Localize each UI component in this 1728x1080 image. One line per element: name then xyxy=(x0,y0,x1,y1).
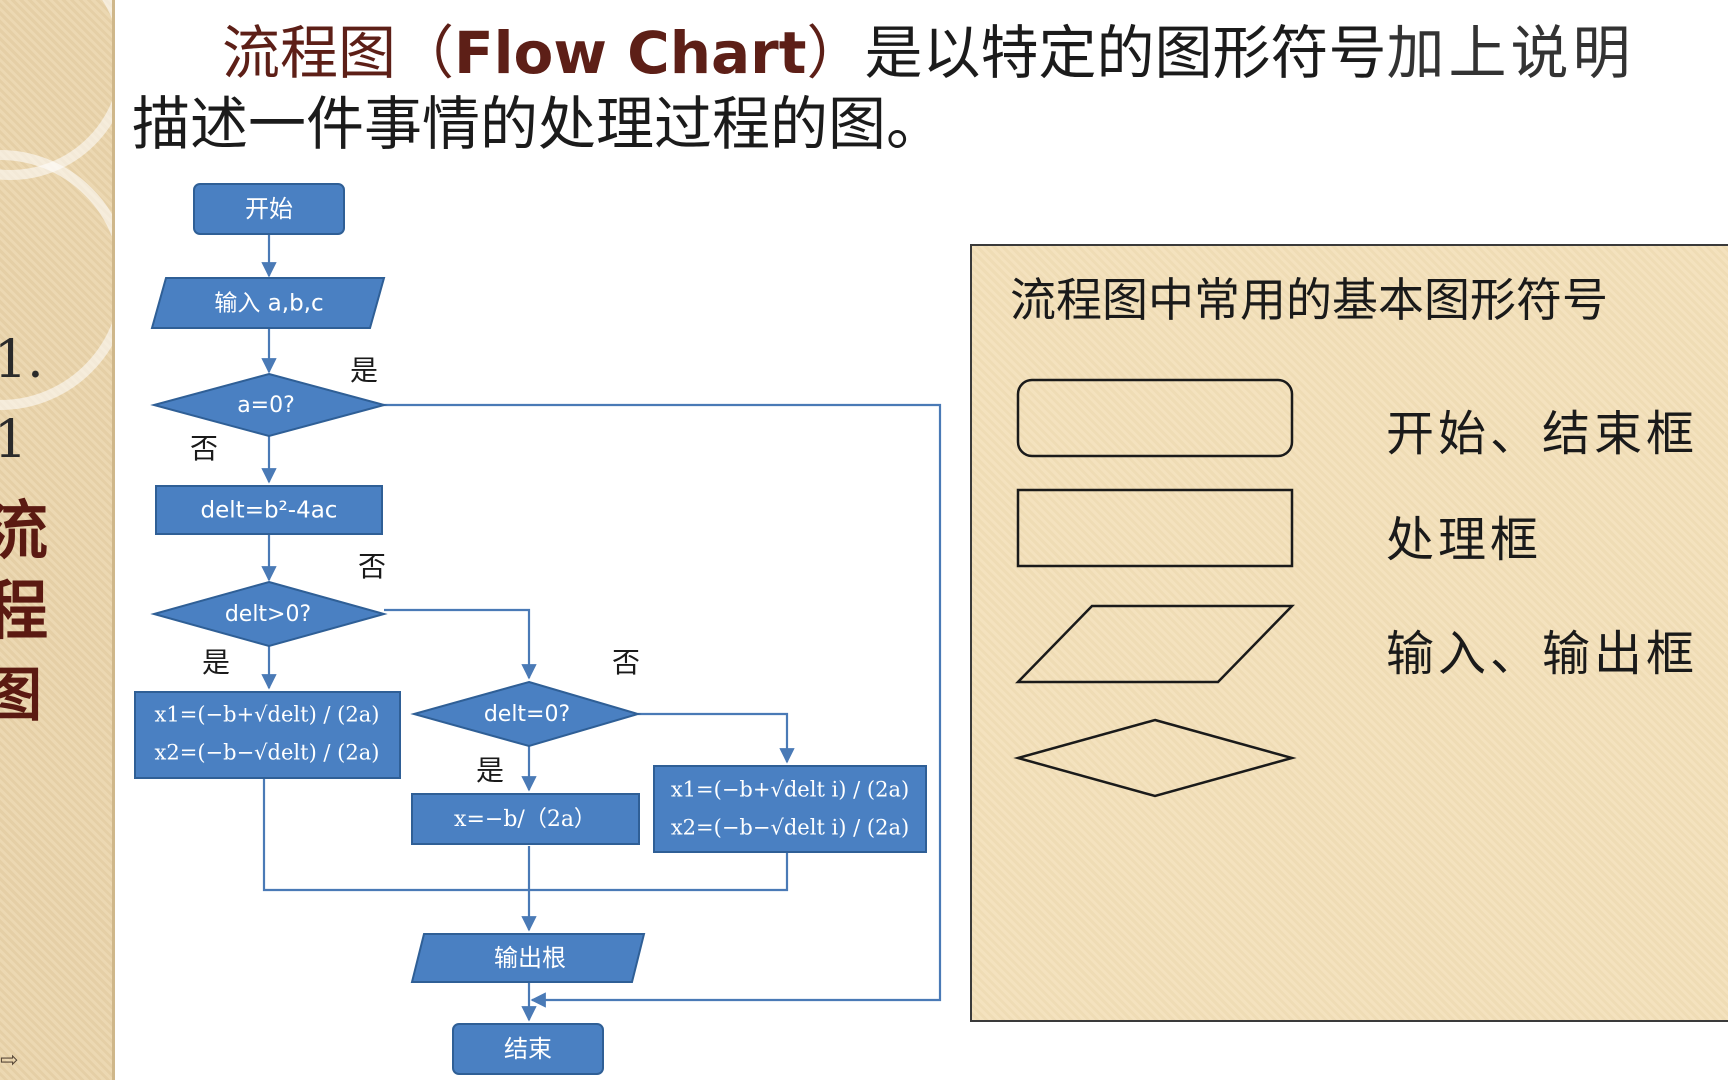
section-title-char: 流 xyxy=(0,500,48,564)
real-roots-process-shape xyxy=(134,691,401,779)
branch-no-label: 否 xyxy=(612,646,640,679)
legend-io-symbol xyxy=(1015,604,1295,684)
output-label: 输出根 xyxy=(494,944,566,972)
legend-process-symbol xyxy=(1016,488,1294,568)
start-terminal-shape xyxy=(193,183,345,235)
calc-delt-process-shape xyxy=(155,485,383,535)
branch-no-label: 否 xyxy=(190,432,218,465)
legend-label-terminal: 开始、结束框 xyxy=(1386,406,1699,462)
decision-a-diamond-shape xyxy=(150,372,388,438)
heading-term: 流程图（ xyxy=(222,19,455,87)
legend-panel: 流程图中常用的基本图形符号 开始、结束框 处理框 输入、输出框 xyxy=(970,244,1728,1022)
calc-delt-label: delt=b²-4ac xyxy=(201,498,338,524)
heading-line-1: 流程图（Flow Chart）是以特定的图形符号加上说明 xyxy=(132,18,1728,89)
next-slide-arrow-icon[interactable]: ⇨ xyxy=(0,1048,19,1073)
end-terminal-shape xyxy=(452,1023,604,1075)
legend-title: 流程图中常用的基本图形符号 xyxy=(1010,273,1608,327)
output-parallelogram-shape xyxy=(410,933,646,983)
complex-root-1-label: x1=(−b+√delt i) / (2a) xyxy=(671,778,909,802)
section-number: 1. xyxy=(0,330,44,390)
flowchart: 开始 输入 a,b,c a=0? delt=b²-4ac delt>0? x1=… xyxy=(134,183,942,1075)
decision-delt-gt-label: delt>0? xyxy=(225,602,311,627)
branch-no-label: 否 xyxy=(358,550,386,583)
start-label: 开始 xyxy=(245,195,293,223)
complex-roots-process-shape xyxy=(653,765,927,853)
connector-arrow xyxy=(638,712,795,764)
section-number: 1 xyxy=(0,410,27,470)
single-root-process-shape xyxy=(411,793,640,845)
decision-delt-eq-diamond-shape xyxy=(410,680,642,748)
complex-root-2-label: x2=(−b−√delt i) / (2a) xyxy=(671,816,909,840)
branch-yes-label: 是 xyxy=(476,754,504,787)
single-root-label: x=−b/（2a） xyxy=(454,807,596,832)
section-title-char: 图 xyxy=(0,666,42,724)
heading-term-english: Flow Chart xyxy=(454,19,807,87)
real-root-2-label: x2=(−b−√delt) / (2a) xyxy=(155,741,380,765)
legend-symbols xyxy=(1013,378,1297,798)
end-label: 结束 xyxy=(504,1035,552,1063)
heading-line-2: 描述一件事情的处理过程的图。 xyxy=(132,89,945,158)
legend-terminal-symbol xyxy=(1016,378,1294,458)
input-parallelogram-shape xyxy=(150,277,386,329)
connector-arrow xyxy=(382,403,942,1008)
decision-delt-eq-label: delt=0? xyxy=(484,702,570,727)
branch-yes-label: 是 xyxy=(350,354,378,387)
decision-delt-gt-diamond-shape xyxy=(150,580,388,648)
legend-label-process: 处理框 xyxy=(1386,512,1543,568)
heading-definition-faded: 加上说明 xyxy=(1386,19,1635,87)
branch-yes-label: 是 xyxy=(202,646,230,679)
decision-a-label: a=0? xyxy=(237,393,295,418)
real-root-1-label: x1=(−b+√delt) / (2a) xyxy=(155,703,380,727)
section-title-char: 程 xyxy=(0,580,48,644)
connector-arrow xyxy=(384,608,537,680)
legend-label-io: 输入、输出框 xyxy=(1386,626,1699,682)
sidebar: 1. 1 流 程 图 ⇨ xyxy=(0,0,115,1080)
slide-heading: 流程图（Flow Chart）是以特定的图形符号加上说明 描述一件事情的处理过程… xyxy=(132,18,1728,160)
input-label: 输入 a,b,c xyxy=(214,291,323,317)
heading-definition: 是以特定的图形符号 xyxy=(864,19,1387,87)
connector-line xyxy=(262,778,789,892)
heading-term-close: ） xyxy=(806,19,865,87)
legend-decision-symbol xyxy=(1013,718,1297,798)
